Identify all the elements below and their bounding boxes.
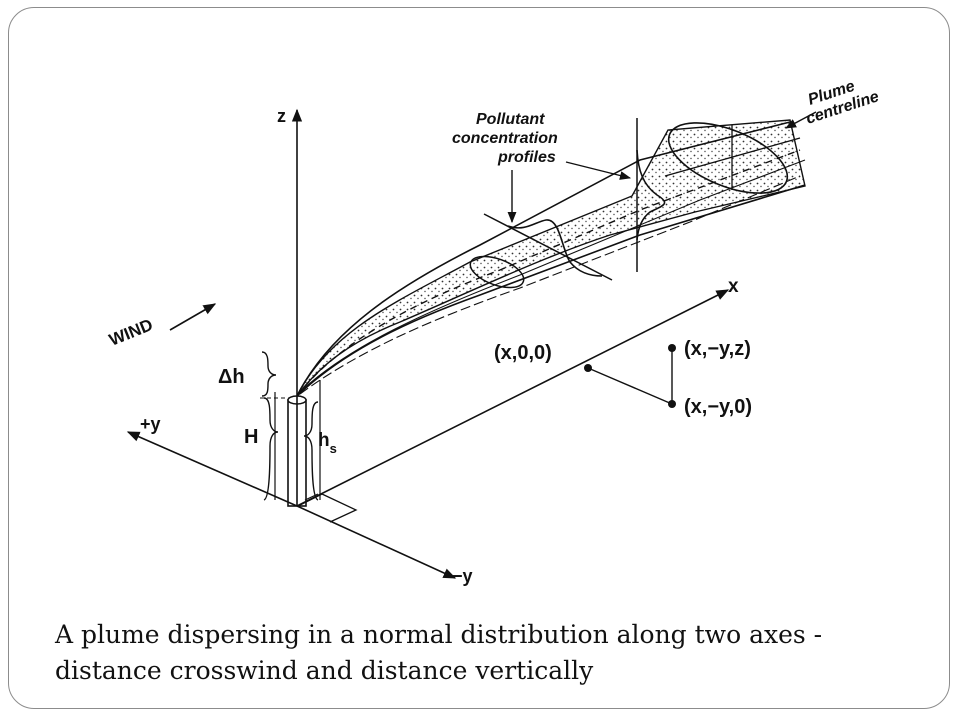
- delta-h-brace: [261, 351, 277, 397]
- profiles-label-line3: profiles: [497, 149, 556, 166]
- minus-y-label: −y: [452, 566, 473, 586]
- profile2-gaussian-curve: [636, 149, 666, 241]
- point-xyz-label: (x,−y,z): [684, 338, 751, 360]
- x-axis-label: x: [728, 276, 739, 297]
- caption-line-2: distance crosswind and distance vertical…: [55, 656, 594, 685]
- hs-brace: [303, 401, 319, 501]
- H-label: H: [244, 426, 258, 448]
- delta-h-label: Δh: [218, 366, 245, 388]
- callout-arrow-profile2: [565, 161, 632, 180]
- plume-body: [296, 119, 806, 397]
- wind-label: WIND: [106, 315, 155, 350]
- callout-arrow-centreline: [785, 111, 817, 129]
- point-xy0: [668, 400, 676, 408]
- plume-cross-section-large: [667, 122, 789, 194]
- hs-label-h: h: [318, 430, 330, 451]
- profiles-label-line1: Pollutant: [476, 111, 545, 128]
- figure-caption: A plume dispersing in a normal distribut…: [55, 617, 925, 689]
- plus-y-label: +y: [140, 414, 161, 434]
- hs-label-subscript: s: [330, 441, 337, 456]
- x-axis: [296, 289, 730, 507]
- plume-interior-line-1: [299, 159, 806, 393]
- profiles-label-line2: concentration: [452, 130, 558, 147]
- plus-y-axis: [126, 431, 298, 507]
- point-xy0-label: (x,−y,0): [684, 396, 752, 418]
- profile1-axis: [483, 213, 613, 281]
- stack-ground-line: [304, 493, 319, 501]
- caption-line-1: A plume dispersing in a normal distribut…: [55, 620, 823, 649]
- plume-lower-edge: [296, 184, 806, 397]
- point-xyz: [668, 344, 676, 352]
- z-axis-label: z: [277, 106, 286, 126]
- plume-cross-section-small: [469, 255, 525, 289]
- profile1-gaussian-curve: [507, 219, 603, 277]
- H-brace: [263, 397, 279, 501]
- plume-interior-line-2: [299, 175, 801, 395]
- wind-arrow: [169, 303, 217, 331]
- point-connector-horizontal: [587, 367, 673, 405]
- origin-point-label: (x,0,0): [494, 342, 552, 364]
- plume-upper-edge: [296, 121, 791, 397]
- hs-label: hs: [318, 430, 337, 456]
- minus-y-axis: [296, 505, 457, 579]
